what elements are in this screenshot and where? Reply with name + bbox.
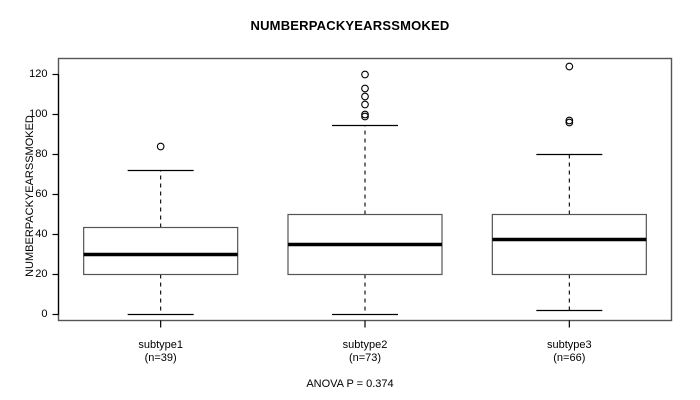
outlier-point: [565, 62, 574, 71]
category-name: subtype1: [138, 338, 183, 351]
anova-annotation: ANOVA P = 0.374: [306, 378, 394, 390]
box-group: [491, 62, 647, 312]
outlier-point: [565, 118, 574, 127]
outlier-point: [361, 92, 369, 101]
outlier-point: [361, 84, 369, 93]
y-tick-label: 60: [35, 187, 48, 200]
y-tick-label: 80: [35, 147, 48, 160]
y-tick-label: 100: [29, 107, 48, 120]
category-count: (n=66): [553, 351, 586, 364]
y-tick-label: 20: [35, 267, 48, 280]
category-count: (n=73): [348, 351, 382, 364]
outlier-point: [361, 112, 369, 121]
y-axis-ticks: [52, 73, 60, 316]
outlier-point: [361, 110, 369, 119]
outlier-point: [565, 116, 574, 125]
outlier-point: [361, 70, 369, 79]
y-tick-label: 40: [35, 227, 48, 240]
y-tick-label: 0: [41, 307, 48, 320]
box-group: [287, 70, 443, 316]
x-category-label: subtype2(n=73): [295, 339, 435, 365]
category-name: subtype3: [547, 338, 592, 351]
y-tick-label: 120: [29, 67, 48, 80]
x-category-label: subtype1(n=39): [91, 339, 231, 365]
page-title: NUMBERPACKYEARSSMOKED: [250, 18, 450, 33]
outlier-point: [361, 100, 369, 109]
outlier-point: [156, 142, 165, 151]
box-iqr: [491, 213, 647, 276]
box-series-layer: [83, 62, 647, 316]
x-category-label: subtype3(n=66): [499, 339, 639, 365]
category-name: subtype2: [342, 338, 388, 351]
box-iqr: [83, 226, 239, 276]
category-count: (n=39): [144, 351, 177, 364]
box-group: [83, 142, 239, 316]
x-axis-ticks: [160, 320, 570, 328]
